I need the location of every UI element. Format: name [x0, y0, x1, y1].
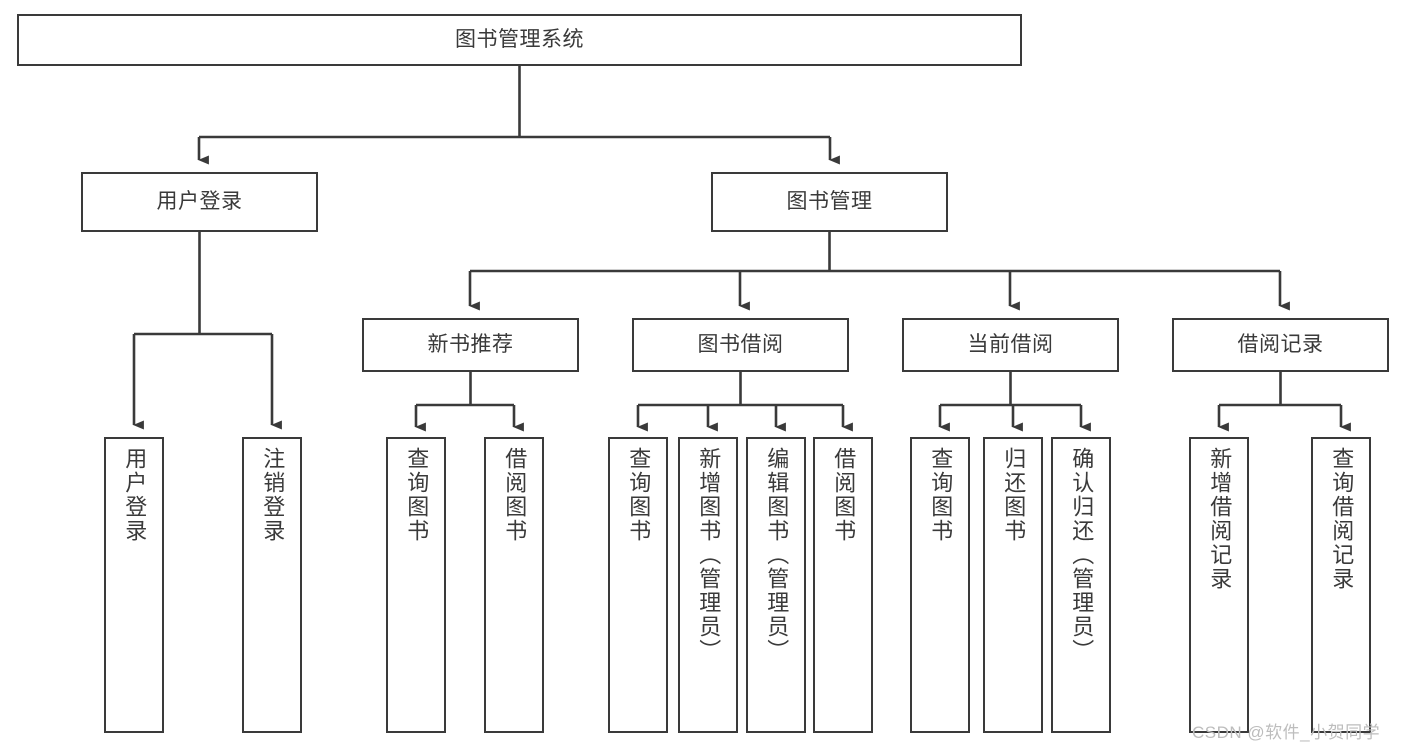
- node-leaf[interactable]: 新增借阅记录: [1189, 437, 1249, 733]
- node-leaf[interactable]: 借阅图书: [813, 437, 873, 733]
- node-level3-label: 图书借阅: [697, 332, 784, 356]
- node-leaf[interactable]: 查询借阅记录: [1311, 437, 1371, 733]
- watermark-text: CSDN @软件_小贺同学: [1192, 723, 1381, 742]
- node-level3[interactable]: 借阅记录: [1172, 318, 1389, 372]
- node-level3-label: 当前借阅: [967, 332, 1054, 356]
- node-leaf-label: 查询图书: [404, 447, 430, 543]
- node-level2-label: 用户登录: [156, 189, 243, 213]
- node-leaf-label: 用户登录: [122, 447, 148, 543]
- node-leaf[interactable]: 借阅图书: [484, 437, 544, 733]
- node-level2-label: 图书管理: [786, 189, 873, 213]
- node-leaf-label: 确认归还（管理员）: [1069, 447, 1095, 663]
- node-leaf[interactable]: 查询图书: [608, 437, 668, 733]
- node-leaf[interactable]: 归还图书: [983, 437, 1043, 733]
- node-leaf[interactable]: 确认归还（管理员）: [1051, 437, 1111, 733]
- node-leaf[interactable]: 编辑图书（管理员）: [746, 437, 806, 733]
- node-level2[interactable]: 图书管理: [711, 172, 948, 232]
- node-level3[interactable]: 图书借阅: [632, 318, 849, 372]
- node-leaf-label: 查询图书: [928, 447, 954, 543]
- node-level3-label: 新书推荐: [427, 332, 514, 356]
- node-leaf-label: 注销登录: [260, 447, 286, 543]
- node-leaf[interactable]: 注销登录: [242, 437, 302, 733]
- node-leaf-label: 归还图书: [1001, 447, 1027, 543]
- node-leaf-label: 查询借阅记录: [1329, 447, 1355, 591]
- node-leaf-label: 借阅图书: [831, 447, 857, 543]
- node-leaf[interactable]: 用户登录: [104, 437, 164, 733]
- node-leaf[interactable]: 新增图书（管理员）: [678, 437, 738, 733]
- node-leaf-label: 编辑图书（管理员）: [764, 447, 790, 663]
- node-leaf-label: 新增借阅记录: [1207, 447, 1233, 591]
- node-level3-label: 借阅记录: [1237, 332, 1324, 356]
- node-level3[interactable]: 当前借阅: [902, 318, 1119, 372]
- node-leaf-label: 查询图书: [626, 447, 652, 543]
- node-leaf-label: 借阅图书: [502, 447, 528, 543]
- node-level2[interactable]: 用户登录: [81, 172, 318, 232]
- node-leaf[interactable]: 查询图书: [386, 437, 446, 733]
- node-root[interactable]: 图书管理系统: [17, 14, 1022, 66]
- node-leaf-label: 新增图书（管理员）: [696, 447, 722, 663]
- node-root-label: 图书管理系统: [455, 27, 584, 51]
- node-leaf[interactable]: 查询图书: [910, 437, 970, 733]
- node-level3[interactable]: 新书推荐: [362, 318, 579, 372]
